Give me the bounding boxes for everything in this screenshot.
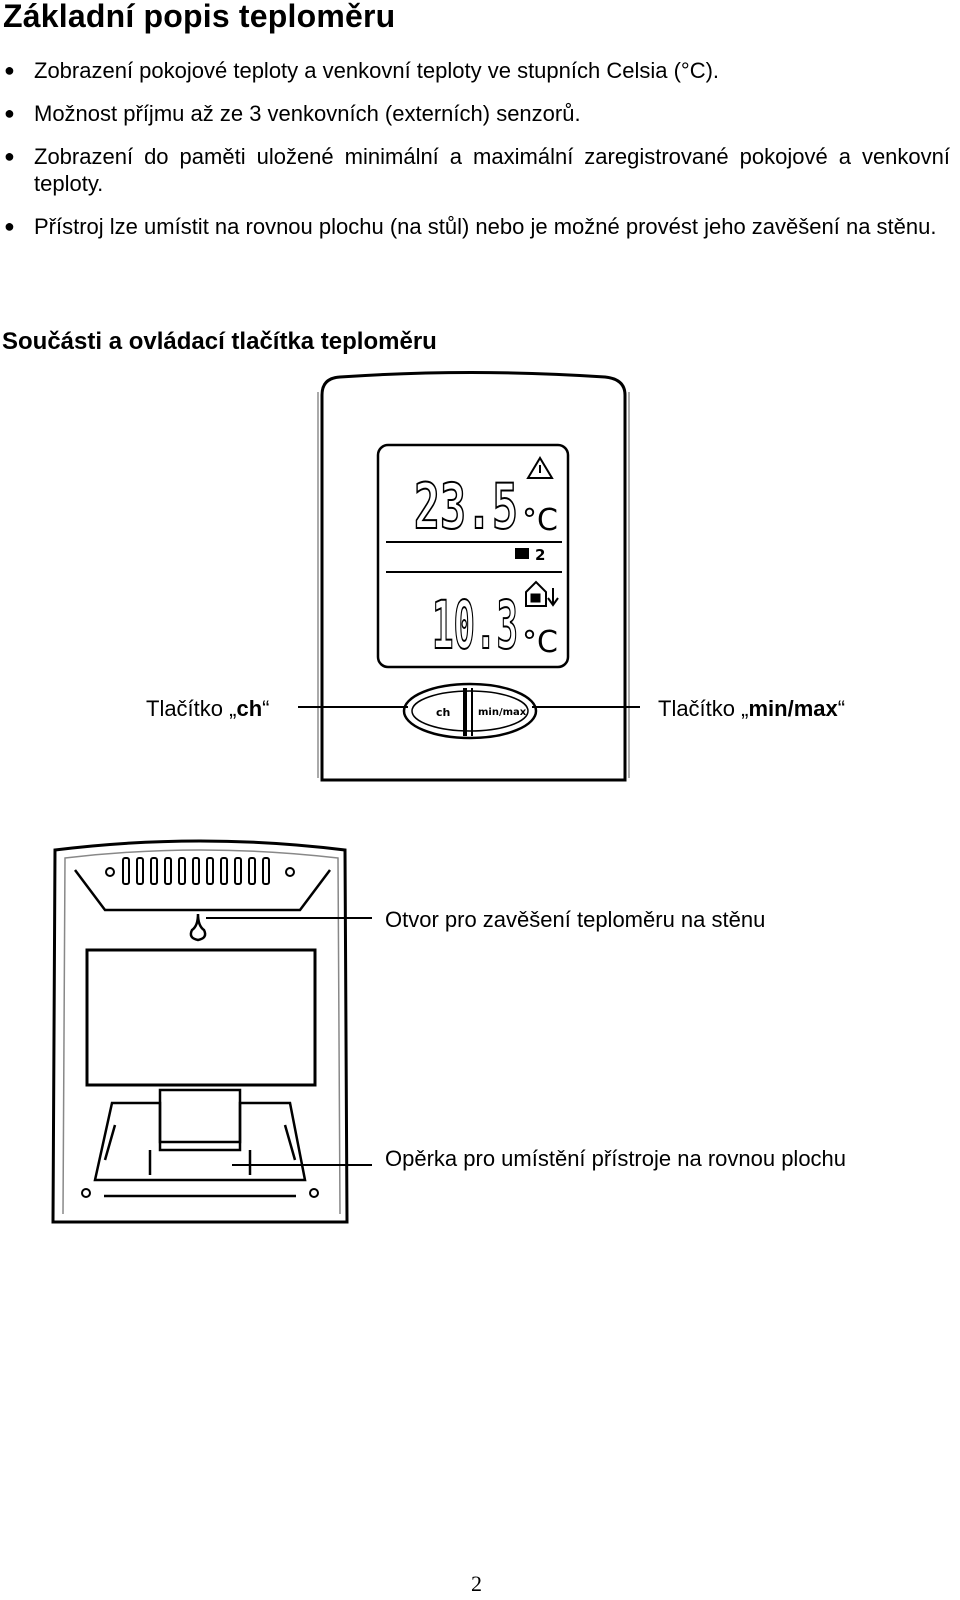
list-item-text: Zobrazení do paměti uložené minimální a …: [34, 144, 950, 196]
min-max-button[interactable]: min/max: [478, 707, 527, 718]
hanging-hole-label: Otvor pro zavěšení teploměru na stěnu: [385, 907, 766, 932]
label-prefix: Tlačítko „: [146, 696, 237, 721]
house-icon: [525, 580, 547, 607]
list-item: ● Zobrazení do paměti uložené minimální a…: [0, 143, 950, 197]
page-number: 2: [471, 1571, 482, 1596]
thermometer-back: [51, 839, 372, 1224]
hanging-hole-icon: [189, 913, 207, 942]
stand: [93, 1088, 307, 1198]
label-suffix: “: [837, 696, 846, 721]
indoor-temperature: 23.5: [414, 470, 518, 543]
ch-button[interactable]: ch: [436, 706, 450, 719]
ventilation-slots: [122, 857, 270, 885]
battery-compartment: [85, 948, 317, 1087]
min-max-button-label: Tlačítko „min/max“: [658, 696, 845, 722]
indoor-unit: °C: [522, 503, 558, 538]
lcd-display: [376, 443, 570, 669]
stand-label: Opěrka pro umístění přístroje na rovnou …: [385, 1146, 847, 1171]
list-item: ● Možnost příjmu až ze 3 venkovních (exte…: [0, 100, 950, 127]
label-key: min/max: [748, 696, 838, 721]
channel-number: 2: [535, 546, 545, 564]
warning-icon: [526, 456, 554, 479]
outdoor-unit: °C: [522, 625, 558, 660]
button-housing: [402, 682, 538, 740]
bullet-icon: ●: [4, 146, 15, 166]
thermometer-front: [298, 371, 640, 782]
channel-icon: [515, 548, 529, 559]
section-title: Součásti a ovládací tlačítka teploměru: [2, 328, 437, 355]
page-title: Základní popis teploměru: [3, 0, 396, 34]
list-item-text: Možnost příjmu až ze 3 venkovních (exter…: [34, 101, 581, 126]
feature-list: ● Zobrazení pokojové teploty a venkovní t…: [0, 57, 950, 256]
label-prefix: Tlačítko „: [658, 696, 749, 721]
list-item-text: Přístroj lze umístit na rovnou plochu (n…: [34, 214, 937, 239]
label-key: ch: [236, 696, 263, 721]
list-item: ● Přístroj lze umístit na rovnou plochu (…: [0, 213, 950, 240]
outdoor-temperature: 10.3: [432, 587, 518, 664]
bullet-icon: ●: [4, 216, 15, 236]
bullet-icon: ●: [4, 60, 15, 80]
bullet-icon: ●: [4, 103, 15, 123]
list-item: ● Zobrazení pokojové teploty a venkovní t…: [0, 57, 950, 84]
list-item-text: Zobrazení pokojové teploty a venkovní te…: [34, 58, 720, 83]
arrow-down-icon: [547, 588, 559, 607]
ch-button-label: Tlačítko „ch“: [146, 696, 269, 722]
label-suffix: “: [262, 696, 270, 721]
